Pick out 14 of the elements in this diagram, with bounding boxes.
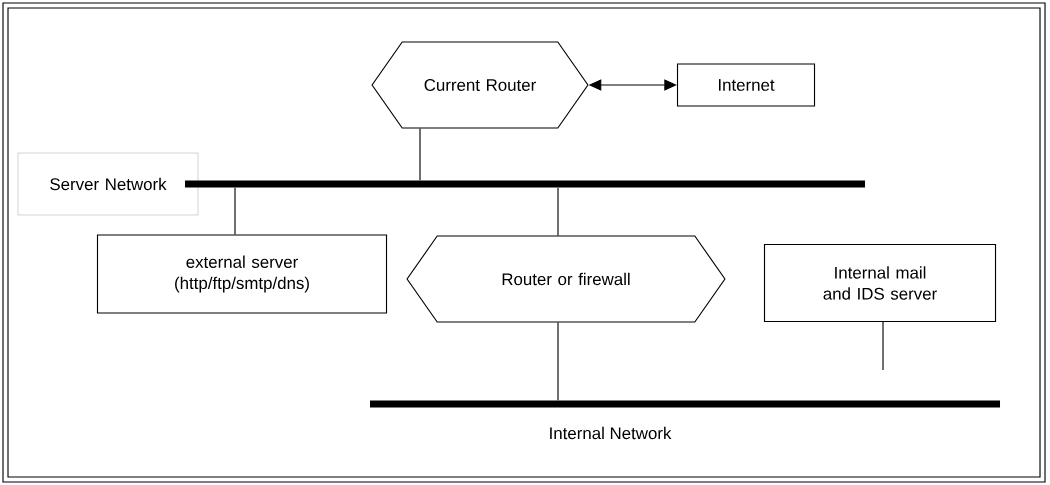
- network-label: Internal Network: [550, 426, 672, 440]
- server-box: external server (http/ftp/smtp/dns): [96, 234, 388, 314]
- network-bus: [185, 180, 865, 188]
- connector-line: [557, 322, 559, 401]
- firewall-hexagon: Router or firewall: [406, 235, 726, 323]
- server-box: Internal mail and IDS server: [763, 243, 997, 323]
- connector-line: [882, 321, 884, 371]
- connector-line: [234, 187, 236, 235]
- router-hexagon: Current Router: [371, 41, 589, 129]
- network-box: Internet: [676, 63, 816, 107]
- connector-line: [557, 187, 559, 236]
- network-bus: [370, 400, 1000, 408]
- network-label-box: Server Network: [17, 152, 199, 216]
- connector-line: [419, 128, 421, 181]
